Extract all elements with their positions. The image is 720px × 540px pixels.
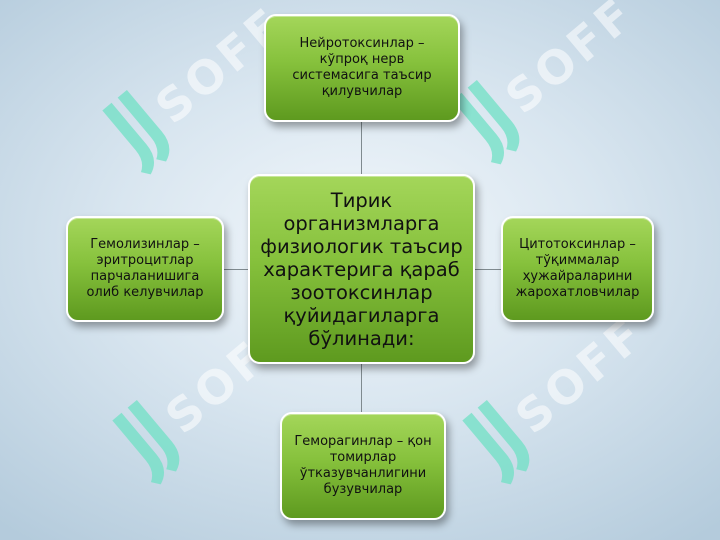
connector-bottom xyxy=(361,364,362,412)
top-node: Нейротоксинлар – кўпроқ нерв системасига… xyxy=(264,14,460,122)
right-node-label: Цитотоксинлар – тўқиммалар ҳужайраларини… xyxy=(515,237,640,300)
connector-top xyxy=(361,122,362,174)
connector-right xyxy=(475,269,501,270)
watermark-text: SOFF xyxy=(495,0,646,125)
center-node: Тирик организмларга физиологик таъсир ха… xyxy=(248,174,475,364)
left-node: Гемолизинлар – эритроцитлар парчаланишиг… xyxy=(66,216,224,322)
logo-icon xyxy=(112,399,180,485)
watermark: SOFF xyxy=(446,292,667,498)
logo-icon xyxy=(102,89,170,175)
center-node-label: Тирик организмларга физиологик таъсир ха… xyxy=(260,188,463,350)
watermark-text: SOFF xyxy=(505,305,656,445)
bottom-node: Геморагинлар – қон томирлар ўтказувчанли… xyxy=(280,412,446,520)
bottom-node-label: Геморагинлар – қон томирлар ўтказувчанли… xyxy=(294,434,432,497)
left-node-label: Гемолизинлар – эритроцитлар парчаланишиг… xyxy=(86,237,204,300)
watermark: SOFF xyxy=(436,0,657,178)
logo-icon xyxy=(462,399,530,485)
connector-left xyxy=(224,269,248,270)
right-node: Цитотоксинлар – тўқиммалар ҳужайраларини… xyxy=(501,216,654,322)
top-node-label: Нейротоксинлар – кўпроқ нерв системасига… xyxy=(292,36,432,99)
